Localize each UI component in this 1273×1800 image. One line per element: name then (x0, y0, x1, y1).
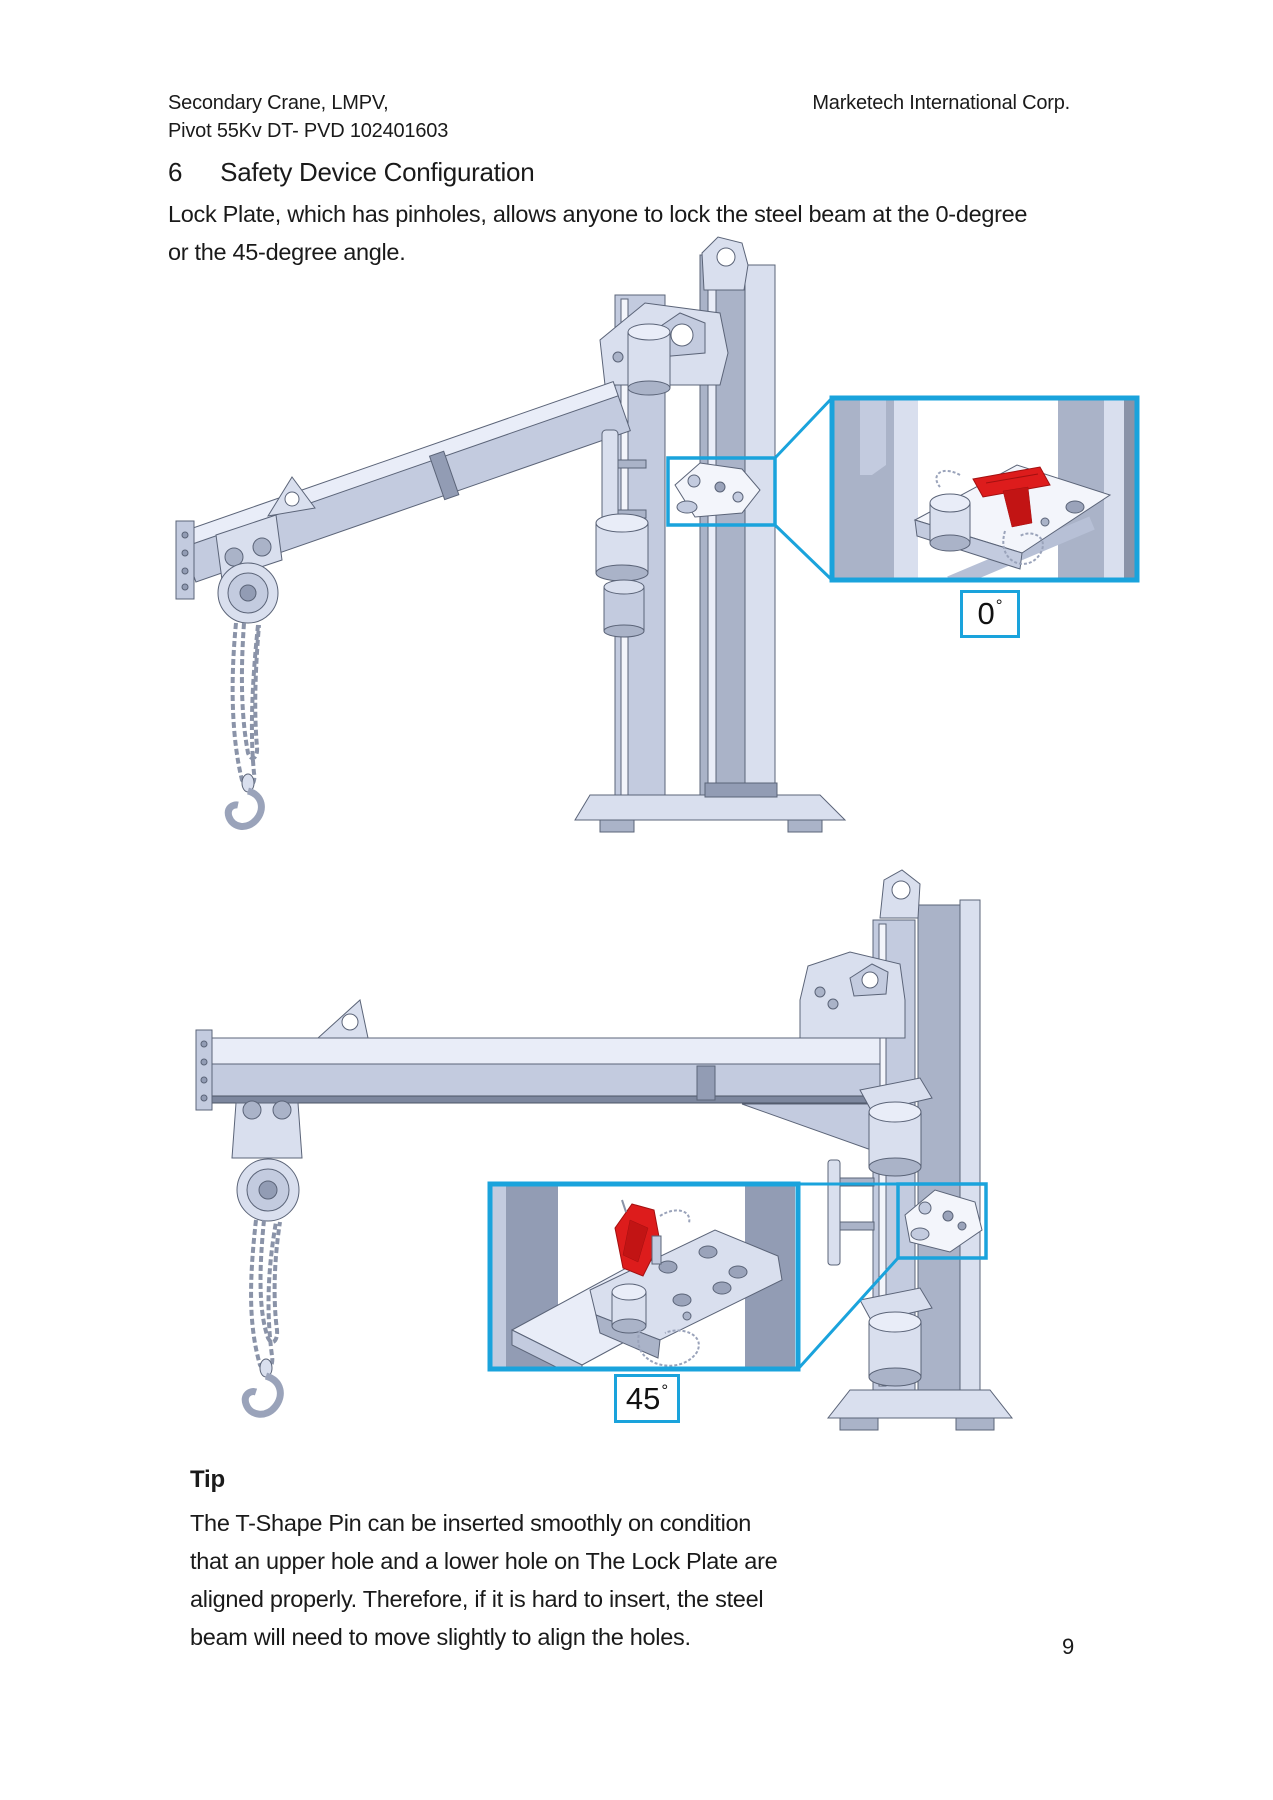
pivot-ladder-bracket (827, 1159, 875, 1266)
page-number: 9 (1062, 1634, 1075, 1659)
beam-end-cap (175, 520, 195, 600)
degree-symbol: ° (995, 596, 1003, 615)
hoist-chain (258, 1219, 282, 1344)
tip-paragraph: The T-Shape Pin can be inserted smoothly… (190, 1504, 778, 1656)
zoom-source-rect (666, 456, 777, 527)
hoist-chain (239, 622, 261, 761)
intro-paragraph: Lock Plate, which has pinholes, allows a… (168, 196, 1028, 271)
beam-end-cap (195, 1029, 213, 1111)
tip-line-4: beam will need to move slightly to align… (190, 1624, 691, 1650)
steel-beam (195, 999, 881, 1111)
trolley-roller (242, 1100, 262, 1120)
callout-connector (773, 523, 834, 582)
lock-plate-on-column (904, 1189, 983, 1253)
hoist-hook (224, 787, 265, 830)
figure-crane-0-degree (175, 236, 1140, 833)
hoist-chain (230, 622, 260, 788)
zoom-source-rect (896, 1182, 988, 1260)
angle-value: 0 (977, 596, 995, 631)
lower-pivot-bearing (859, 1287, 933, 1387)
pin-tether (637, 1329, 700, 1367)
lock-plate-callout (487, 1181, 801, 1372)
beam-top-bracket (799, 951, 906, 1039)
pin-tether (659, 1209, 691, 1224)
chain-hoist (231, 1100, 303, 1418)
trolley-roller (272, 1100, 292, 1120)
t-shape-pin (972, 466, 1051, 528)
t-shape-pin (614, 1199, 662, 1277)
pinhole (1065, 500, 1085, 514)
degree-symbol: ° (661, 1380, 669, 1400)
callout-connector (796, 1256, 900, 1371)
header-company: Marketech International Corp. (812, 92, 1070, 114)
lock-plate-callout (829, 395, 1140, 583)
tip-heading: Tip (190, 1466, 225, 1493)
angle-label-45-degree: 45° (614, 1374, 680, 1423)
lower-pivot-bearing (595, 513, 649, 638)
upper-pivot-bearing (627, 323, 671, 396)
chain-hoist (215, 514, 283, 830)
pin-tether (1002, 530, 1044, 565)
column-base (826, 1389, 1014, 1419)
tip-line-1: The T-Shape Pin can be inserted smoothly… (190, 1510, 752, 1536)
column-base (574, 794, 847, 821)
tip-line-3: aligned properly. Therefore, if it is ha… (190, 1586, 764, 1612)
callout-connector (773, 396, 834, 460)
trolley-roller (252, 537, 272, 557)
beam-clamp (696, 1065, 716, 1101)
header-project-line2: Pivot 55Kv DT- PVD 102401603 (168, 120, 449, 142)
intro-line-1: Lock Plate, which has pinholes, allows a… (168, 201, 1028, 227)
intro-line-2: or the 45-degree angle. (168, 238, 406, 265)
section-title: Safety Device Configuration (220, 157, 535, 187)
upper-pivot-bearing (859, 1077, 933, 1177)
section-heading: 6 Safety Device Configuration (168, 157, 535, 188)
section-number: 6 (168, 157, 183, 187)
figure-crane-45-degree (195, 869, 1014, 1431)
hoist-hook (241, 1372, 284, 1418)
lock-plate-on-column (674, 462, 761, 518)
trolley-roller (224, 547, 244, 567)
tip-line-2: that an upper hole and a lower hole on T… (190, 1548, 778, 1574)
angle-label-0-degree: 0° (960, 590, 1020, 638)
header-project-line1: Secondary Crane, LMPV, (168, 92, 389, 114)
pin-tether (935, 469, 961, 488)
angle-value: 45 (625, 1380, 661, 1416)
